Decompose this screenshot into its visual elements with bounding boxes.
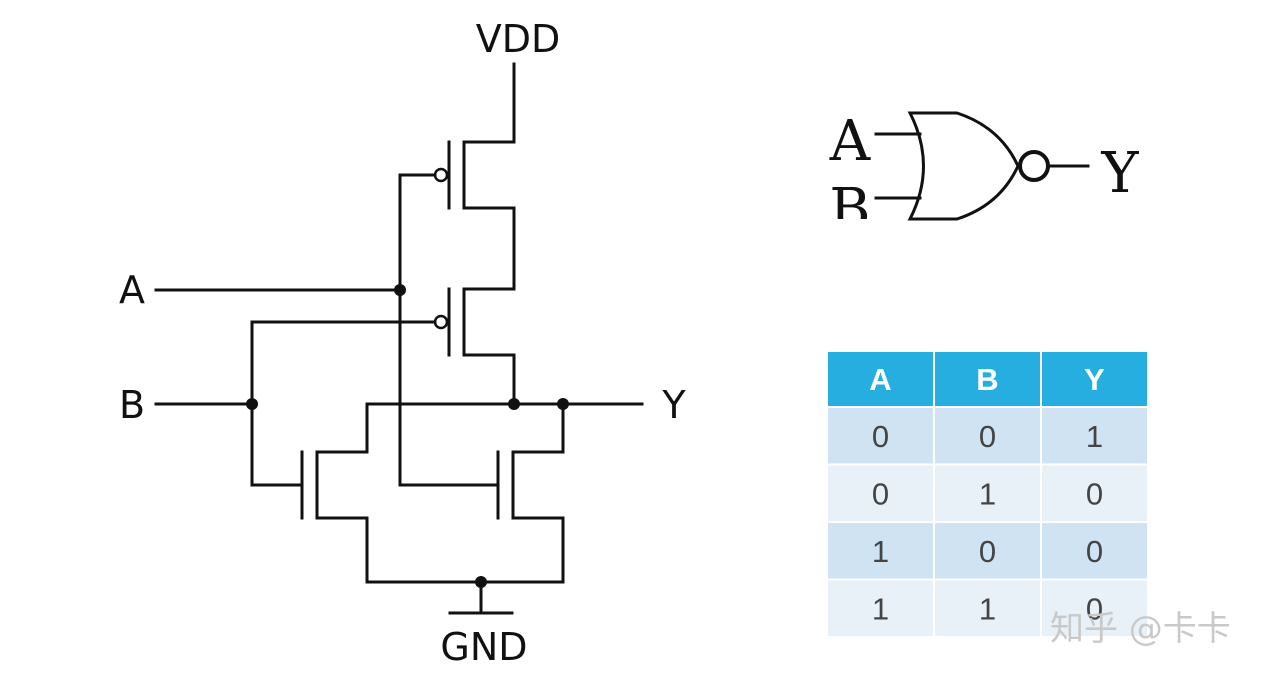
nor-gate-body: [907, 111, 1020, 221]
table-cell: [1040, 578, 1149, 638]
table-cell-value: 0: [872, 476, 889, 511]
table-cell-value: 1: [872, 591, 889, 626]
table-cell-value: 1: [979, 591, 996, 626]
table-cell-value: 1: [872, 534, 889, 569]
table-cell-value: 0: [979, 534, 996, 569]
table-header-cell: [933, 350, 1042, 408]
vdd-wire: [462, 62, 516, 144]
output-y-label: Y: [661, 383, 686, 427]
gate-output-y-label: Y: [1101, 141, 1140, 206]
truth-table: A B Y 0 0 1 0 1 0 1 0 0 1 1 0: [826, 350, 1149, 638]
table-cell-value: 1: [1086, 419, 1103, 454]
pmos-output-wire: [462, 353, 516, 406]
table-header-label: B: [976, 362, 998, 397]
nor-bubble: [1018, 150, 1050, 182]
table-cell: [826, 578, 935, 638]
pmos-series-wire: [462, 206, 516, 291]
table-cell-value: 0: [979, 419, 996, 454]
table-cell: [933, 521, 1042, 581]
junction-dot: [394, 284, 406, 296]
table-cell-value: 0: [1086, 591, 1103, 626]
vdd-label: VDD: [476, 17, 561, 61]
gate-input-a-label: A: [829, 109, 871, 174]
cmos-schematic: VDD A B Y: [119, 17, 686, 669]
pmos-b-bubble: [433, 314, 449, 330]
input-b-label: B: [119, 383, 145, 427]
nmos-transistor-b: [300, 402, 369, 584]
table-cell-value: 0: [1086, 476, 1103, 511]
table-header-cell: [826, 350, 935, 408]
table-cell: [933, 578, 1042, 638]
pmos-a-bubble: [433, 167, 449, 183]
table-cell-value: 0: [1086, 534, 1103, 569]
gnd-label: GND: [440, 625, 527, 669]
nor-gate-symbol: A B Y: [820, 109, 1140, 242]
table-cell: [1040, 406, 1149, 466]
pmos-transistor-b: [250, 287, 466, 487]
table-cell-value: 1: [979, 476, 996, 511]
pmos-transistor-a: [398, 140, 498, 487]
table-header-label: Y: [1084, 362, 1105, 397]
table-cell: [933, 406, 1042, 466]
table-cell: [1040, 463, 1149, 523]
nmos-transistor-a: [496, 402, 565, 584]
table-cell-value: 0: [872, 419, 889, 454]
junction-dot: [246, 398, 258, 410]
table-header-label: A: [869, 362, 891, 397]
watermark-text: 知乎 @卡卡: [1050, 609, 1231, 649]
table-cell: [826, 521, 935, 581]
input-a-label: A: [119, 268, 145, 312]
junction-dot: [508, 398, 520, 410]
table-header-cell: [1040, 350, 1149, 408]
